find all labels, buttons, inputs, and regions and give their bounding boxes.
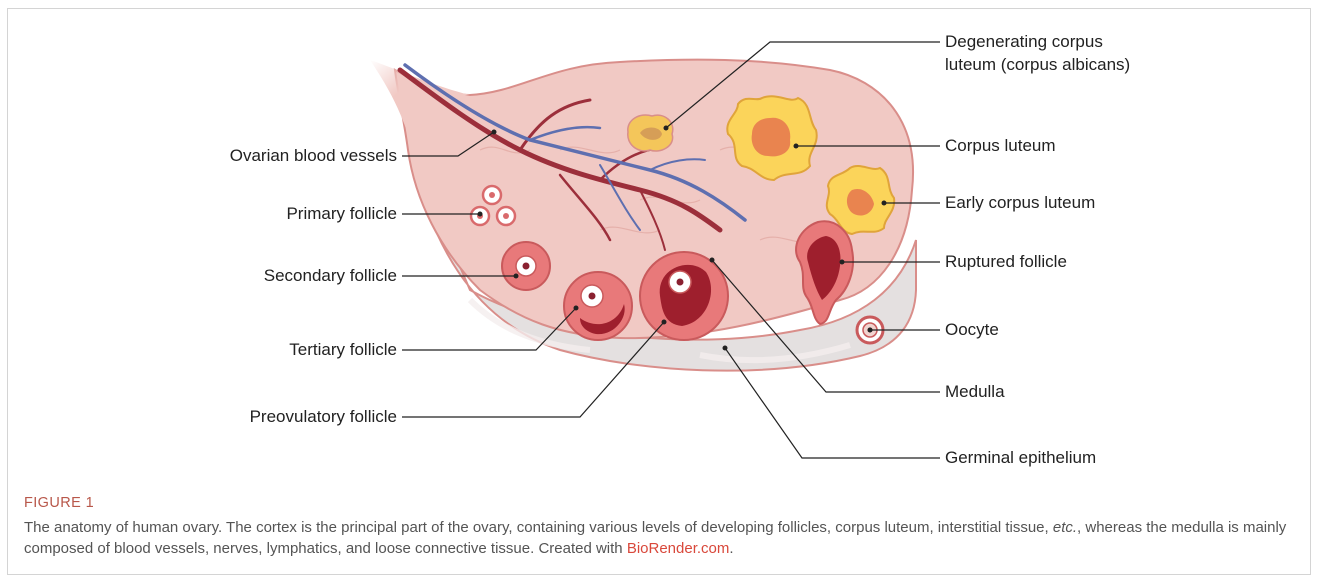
label-preovulatory-follicle: Preovulatory follicle [250,407,397,426]
label-medulla: Medulla [945,382,1005,401]
label-corpus-luteum: Corpus luteum [945,136,1056,155]
label-degenerating-line2: luteum (corpus albicans) [945,55,1130,74]
label-germinal-epithelium: Germinal epithelium [945,448,1096,467]
corpus-albicans [628,115,673,151]
preovulatory-follicle [640,252,728,340]
caption-text-end: . [729,540,733,557]
label-ruptured-follicle: Ruptured follicle [945,252,1067,271]
caption-text-1: The anatomy of human ovary. The cortex i… [24,519,1053,536]
label-degenerating-line1: Degenerating corpus [945,32,1103,51]
label-secondary-follicle: Secondary follicle [264,266,397,285]
figure-caption-title: FIGURE 1 [24,495,94,511]
secondary-follicle [502,242,550,290]
ovary-diagram: Degenerating corpus luteum (corpus albic… [0,0,1319,490]
label-tertiary-follicle: Tertiary follicle [289,340,397,359]
label-oocyte: Oocyte [945,320,999,339]
caption-text-em: etc. [1053,519,1077,536]
figure-caption: The anatomy of human ovary. The cortex i… [24,517,1294,559]
tertiary-follicle [564,272,632,340]
biorender-link[interactable]: BioRender.com [627,540,730,557]
label-early-corpus-luteum: Early corpus luteum [945,193,1095,212]
label-primary-follicle: Primary follicle [286,204,397,223]
label-ovarian-blood-vessels: Ovarian blood vessels [230,146,397,165]
